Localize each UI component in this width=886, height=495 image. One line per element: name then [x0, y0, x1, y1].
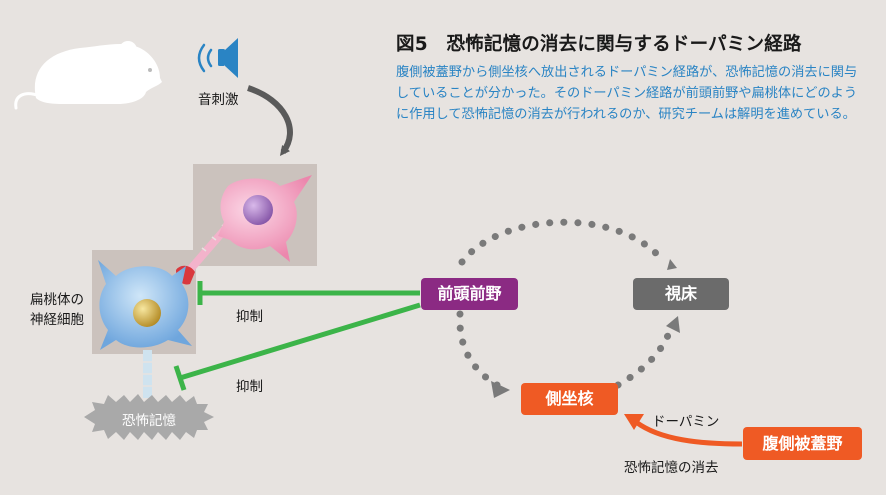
- node-thalamus: 視床: [633, 278, 729, 310]
- fear-extinction-label: 恐怖記憶の消去: [624, 460, 719, 476]
- node-prefrontal-cortex: 前頭前野: [421, 278, 518, 310]
- node-ventral-tegmental-area: 腹側被蓋野: [743, 427, 862, 460]
- speaker-icon: [197, 38, 238, 78]
- pink-neuron-icon: [200, 175, 312, 262]
- node-nucleus-accumbens: 側坐核: [521, 383, 618, 415]
- amygdala-label-line2: 神経細胞: [30, 312, 84, 328]
- circuit-dotted-loop: [456, 218, 680, 398]
- inhibition-line-1: [197, 281, 420, 305]
- inhibition-line-2: [173, 302, 421, 391]
- mouse-icon: [14, 41, 163, 110]
- blue-axon: [143, 350, 152, 398]
- amygdala-neuron-label: 扁桃体の 神経細胞: [30, 290, 84, 330]
- figure-title: 図5 恐怖記憶の消去に関与するドーパミン経路: [396, 34, 802, 55]
- amygdala-label-line1: 扁桃体の: [30, 292, 84, 308]
- fear-memory-badge: [84, 394, 214, 440]
- stimulus-arrow: [247, 85, 293, 156]
- fear-memory-label: 恐怖記憶: [122, 413, 176, 429]
- dopamine-label: ドーパミン: [652, 414, 720, 430]
- inhibition-label-2: 抑制: [236, 379, 263, 395]
- blue-neuron-icon: [98, 260, 192, 350]
- figure-description: 腹側被蓋野から側坐核へ放出されるドーパミン経路が、恐怖記憶の消去に関与しているこ…: [396, 65, 858, 122]
- dopamine-arrow: [624, 414, 743, 447]
- inhibition-label-1: 抑制: [236, 309, 263, 325]
- sound-stimulus-label: 音刺激: [198, 92, 239, 108]
